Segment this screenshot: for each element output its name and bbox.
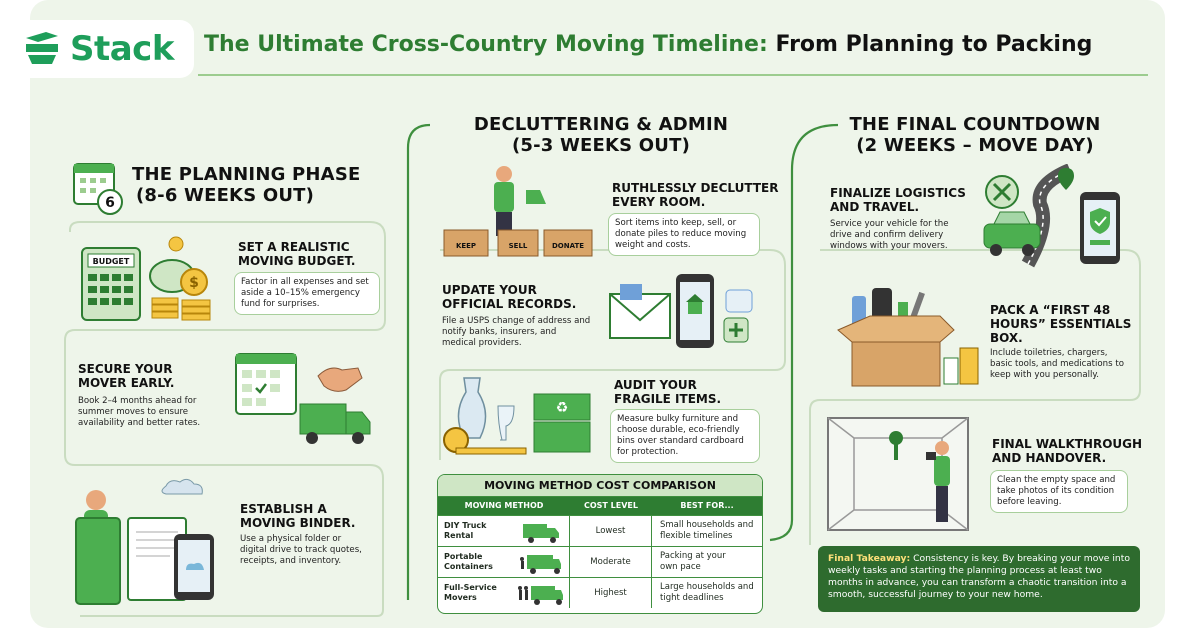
brand-logo[interactable]: Stack <box>16 20 194 78</box>
step-fragile-title-line2: FRAGILE ITEMS. <box>614 392 722 406</box>
cost-level: Moderate <box>570 547 652 577</box>
step-logistics-title-line2: AND TRAVEL. <box>830 200 920 214</box>
declutter-title-line1: DECLUTTERING & ADMIN <box>473 114 729 135</box>
budget-calculator-icon: BUDGET $ <box>81 236 211 321</box>
step-declutter-title-line2: EVERY ROOM. <box>612 195 706 209</box>
takeaway-label: Final Takeaway: <box>828 553 911 564</box>
step-essentials-title-line2: HOURS” ESSENTIALS <box>990 317 1132 331</box>
step-records-title: UPDATE YOUR OFFICIAL RECORDS. <box>442 283 576 311</box>
step-fragile-title: AUDIT YOUR FRAGILE ITEMS. <box>614 378 721 406</box>
planning-section-title: THE PLANNING PHASE (8-6 WEEKS OUT) <box>132 164 360 206</box>
declutter-boxes-icon: KEEP SELL DONATE <box>443 166 593 257</box>
car-road-phone-icon <box>983 164 1120 268</box>
calendar-number: 6 <box>105 195 115 211</box>
countdown-title-line1: THE FINAL COUNTDOWN <box>849 114 1101 135</box>
step-walkthrough-title-line2: AND HANDOVER. <box>992 451 1107 465</box>
step-mover-desc: Book 2–4 months ahead for summer moves t… <box>78 396 201 428</box>
step-records-title-line1: UPDATE YOUR <box>442 283 537 297</box>
step-mover-title-line1: SECURE YOUR <box>78 362 173 376</box>
step-budget-desc: Factor in all expenses and set aside a 1… <box>234 272 380 315</box>
step-binder-title-line1: ESTABLISH A <box>240 502 327 516</box>
declutter-section-title: DECLUTTERING & ADMIN (5-3 WEEKS OUT) <box>460 114 742 156</box>
step-logistics-title: FINALIZE LOGISTICS AND TRAVEL. <box>830 186 966 214</box>
step-records-title-line2: OFFICIAL RECORDS. <box>442 297 577 311</box>
calendar-icon: 6 <box>73 163 123 215</box>
page-title: The Ultimate Cross-Country Moving Timeli… <box>204 32 1092 57</box>
step-mover-title: SECURE YOUR MOVER EARLY. <box>78 362 175 390</box>
cost-table-header: MOVING METHOD COST LEVEL BEST FOR... <box>438 497 762 515</box>
box-label-keep: KEEP <box>456 242 476 250</box>
movers-truck-icon <box>518 586 563 605</box>
step-fragile-desc: Measure bulky furniture and choose durab… <box>610 409 760 463</box>
step-declutter-title-line1: RUTHLESSLY DECLUTTER <box>612 181 779 195</box>
title-divider <box>198 74 1148 76</box>
fragile-items-icon: ♻ <box>443 377 591 455</box>
step-essentials-title-line1: PACK A “FIRST 48 <box>990 303 1111 317</box>
step-declutter-title: RUTHLESSLY DECLUTTER EVERY ROOM. <box>612 181 778 209</box>
cost-header-best: BEST FOR... <box>680 501 734 510</box>
step-mover-title-line2: MOVER EARLY. <box>78 376 175 390</box>
planning-title-line2: (8-6 WEEKS OUT) <box>136 185 315 206</box>
cost-table-title: MOVING METHOD COST COMPARISON <box>438 475 762 497</box>
cost-level: Lowest <box>570 516 652 546</box>
step-essentials-title-line3: BOX. <box>990 331 1023 345</box>
box-label-sell: SELL <box>509 242 528 250</box>
step-binder-title: ESTABLISH A MOVING BINDER. <box>240 502 355 530</box>
cost-header-level: COST LEVEL <box>584 501 638 510</box>
countdown-title-line2: (2 WEEKS – MOVE DAY) <box>856 135 1094 156</box>
essentials-box-icon <box>837 288 979 387</box>
step-budget-title-line1: SET A REALISTIC <box>238 240 350 254</box>
planning-title-line1: THE PLANNING PHASE <box>132 164 361 185</box>
step-walkthrough-desc: Clean the empty space and take photos of… <box>990 470 1128 513</box>
records-phone-icon <box>609 274 753 348</box>
declutter-title-line2: (5-3 WEEKS OUT) <box>511 135 691 156</box>
step-budget-title: SET A REALISTIC MOVING BUDGET. <box>238 240 355 268</box>
budget-label: BUDGET <box>93 257 130 266</box>
container-truck-icon <box>520 555 561 574</box>
step-binder-desc: Use a physical folder or digital drive t… <box>240 534 362 566</box>
takeaway-text: Consistency is key. By breaking your mov… <box>828 553 1130 600</box>
step-records-desc: File a USPS change of address and notify… <box>442 316 591 348</box>
binder-tablet-icon <box>75 478 214 605</box>
cost-level: Highest <box>570 578 652 608</box>
cost-header-method: MOVING METHOD <box>464 501 544 510</box>
countdown-section-title: THE FINAL COUNTDOWN (2 WEEKS – MOVE DAY) <box>830 114 1120 156</box>
step-budget-title-line2: MOVING BUDGET. <box>238 254 356 268</box>
step-fragile-title-line1: AUDIT YOUR <box>614 378 697 392</box>
calendar-handshake-truck-icon <box>235 353 371 444</box>
step-essentials-desc: Include toiletries, chargers, basic tool… <box>990 348 1124 380</box>
truck-icon <box>523 524 559 543</box>
cost-comparison-table: MOVING METHOD COST COMPARISON MOVING MET… <box>437 474 763 614</box>
brand-name: Stack <box>70 29 174 69</box>
stack-logo-icon <box>26 32 58 64</box>
title-dark: From Planning to Packing <box>775 32 1093 57</box>
step-essentials-title: PACK A “FIRST 48 HOURS” ESSENTIALS BOX. <box>990 303 1131 345</box>
svg-text:♻: ♻ <box>556 400 569 416</box>
final-takeaway: Final Takeaway: Consistency is key. By b… <box>818 546 1140 612</box>
step-walkthrough-title-line1: FINAL WALKTHROUGH <box>992 437 1143 451</box>
step-logistics-title-line1: FINALIZE LOGISTICS <box>830 186 966 200</box>
title-green: The Ultimate Cross-Country Moving Timeli… <box>204 32 768 57</box>
empty-room-icon <box>827 417 969 531</box>
svg-text:$: $ <box>189 275 199 291</box>
step-declutter-desc: Sort items into keep, sell, or donate pi… <box>608 213 760 256</box>
step-walkthrough-title: FINAL WALKTHROUGH AND HANDOVER. <box>992 437 1142 465</box>
box-label-donate: DONATE <box>552 242 584 250</box>
step-logistics-desc: Service your vehicle for the drive and c… <box>830 219 949 251</box>
step-binder-title-line2: MOVING BINDER. <box>240 516 356 530</box>
